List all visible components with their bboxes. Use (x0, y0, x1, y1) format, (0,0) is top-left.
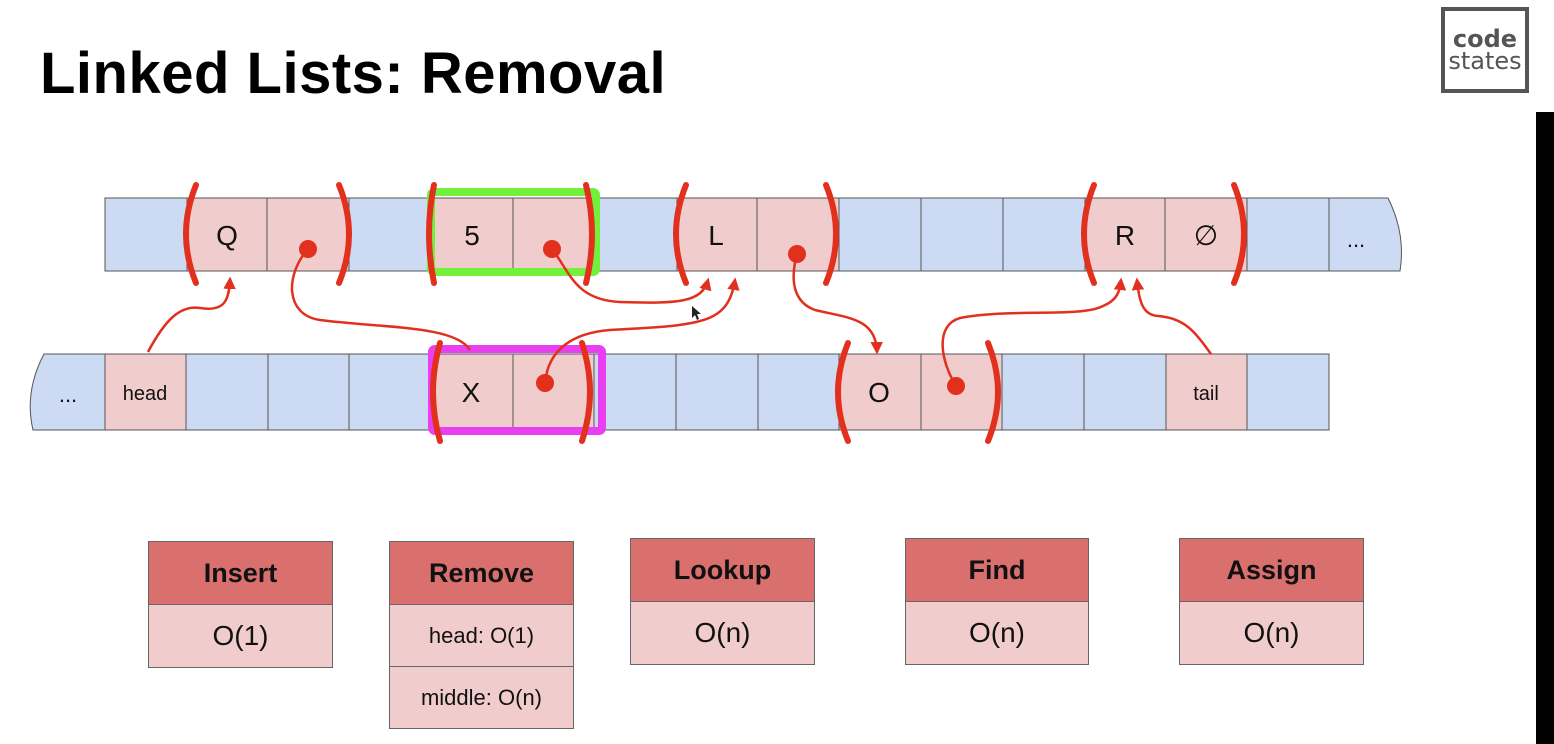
remove-middle-value: middle: O(n) (390, 666, 573, 728)
insert-table: Insert O(1) (148, 541, 333, 668)
label-l: L (708, 220, 724, 251)
node-cell-o (838, 353, 922, 431)
arrow-5-to-l (551, 248, 712, 304)
memory-cell (593, 353, 677, 431)
lookup-header: Lookup (631, 539, 814, 602)
bracket-close-r (1231, 182, 1247, 286)
bottom-memory-row (29, 353, 1330, 431)
insert-header: Insert (149, 542, 332, 605)
label-head: head (123, 383, 168, 405)
bracket-close-l (823, 182, 839, 286)
pointer-dot-x (536, 374, 554, 392)
node-cell-q-next (266, 197, 350, 272)
memory-cell (920, 197, 1004, 272)
memory-cell (1083, 353, 1167, 431)
node-cell-q (186, 197, 268, 272)
memory-cell (348, 197, 432, 272)
find-table: Find O(n) (905, 538, 1089, 665)
bracket-close-q (336, 182, 352, 286)
bracket-close-5 (583, 182, 595, 286)
node-brackets (183, 182, 1247, 444)
pointer-dots (299, 240, 965, 395)
remove-table: Remove head: O(1) middle: O(n) (389, 541, 574, 729)
label-top-ellipsis: ... (1347, 227, 1365, 252)
arrow-o-to-r (941, 277, 1127, 387)
pointer-dot-o (947, 377, 965, 395)
label-x: X (462, 377, 481, 408)
mouse-cursor-icon (692, 306, 701, 320)
memory-cell (185, 353, 269, 431)
page-title: Linked Lists: Removal (40, 41, 667, 106)
logo-line-2: states (1448, 47, 1522, 75)
node-cell-x-next (512, 353, 595, 431)
lookup-value: O(n) (631, 602, 814, 664)
memory-cell-ellipsis (29, 353, 106, 431)
bracket-close-x (579, 340, 593, 444)
node-cell-r-next (1164, 197, 1248, 272)
memory-cell (1001, 353, 1085, 431)
remove-header: Remove (390, 542, 573, 605)
logo-line-1: code (1452, 24, 1518, 53)
label-bottom-ellipsis: ... (59, 382, 77, 407)
memory-cell (675, 353, 759, 431)
top-memory-row (104, 197, 1402, 272)
node-cell-r (1084, 197, 1166, 272)
memory-cell (267, 353, 350, 431)
label-r: R (1115, 220, 1135, 251)
remove-head-value: head: O(1) (390, 605, 573, 666)
arrow-x-to-l (543, 277, 740, 384)
pointer-dot-l (788, 245, 806, 263)
arrow-l-to-o (792, 253, 883, 355)
label-5: 5 (464, 220, 480, 251)
find-value: O(n) (906, 602, 1088, 664)
bracket-close-o (985, 340, 1001, 444)
bracket-open-l (673, 182, 689, 286)
memory-cell (594, 197, 678, 272)
memory-cell (1246, 197, 1330, 272)
head-cell (104, 353, 187, 431)
label-tail: tail (1193, 383, 1219, 405)
pointer-arrows (146, 248, 1213, 387)
node-cell-5-next (512, 197, 596, 272)
find-header: Find (906, 539, 1088, 602)
right-edge-bar (1536, 112, 1554, 744)
arrow-q-to-x (290, 248, 472, 351)
pointer-dot-5 (543, 240, 561, 258)
memory-cell (757, 353, 840, 431)
bracket-open-q (183, 182, 199, 286)
null-icon: ∅ (1194, 220, 1218, 251)
bracket-open-5 (426, 182, 437, 286)
assign-header: Assign (1180, 539, 1363, 602)
label-q: Q (216, 220, 238, 251)
arrow-head-to-q (146, 276, 236, 353)
memory-cell-ellipsis (1328, 197, 1402, 272)
lookup-table: Lookup O(n) (630, 538, 815, 665)
label-o: O (868, 377, 890, 408)
assign-value: O(n) (1180, 602, 1363, 664)
pointer-dot-q (299, 240, 317, 258)
memory-cell (104, 197, 188, 272)
insert-value: O(1) (149, 605, 332, 667)
assign-table: Assign O(n) (1179, 538, 1364, 665)
bracket-open-o (835, 340, 851, 444)
memory-cell (1002, 197, 1086, 272)
code-states-logo: code states (1441, 7, 1529, 93)
memory-cell (838, 197, 922, 272)
bracket-open-x (430, 340, 443, 444)
memory-cell (1246, 353, 1330, 431)
arrow-tail-to-r (1131, 277, 1213, 355)
memory-cell (348, 353, 432, 431)
bracket-open-r (1081, 182, 1097, 286)
